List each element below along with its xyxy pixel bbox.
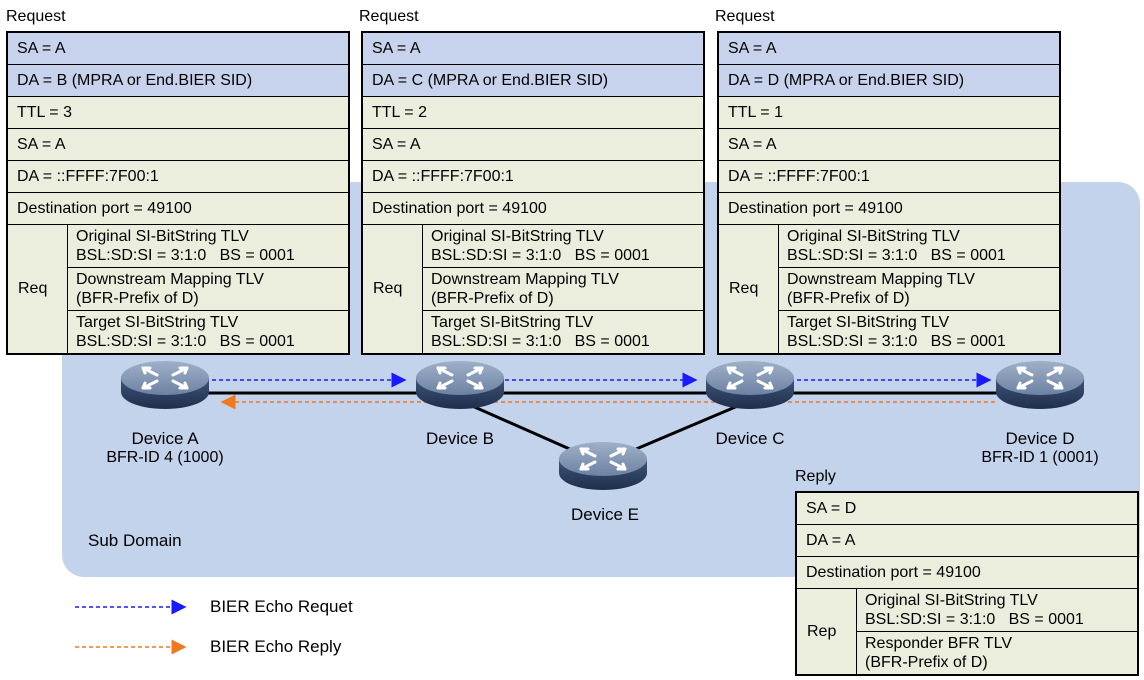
packet-field: SA = D: [797, 493, 1137, 525]
packet-field: SA = A: [363, 129, 703, 161]
packet-field: Destination port = 49100: [363, 193, 703, 225]
reply-title: Reply: [795, 468, 836, 485]
request-title-3: Request: [715, 8, 775, 25]
packet-field: SA = A: [8, 33, 348, 65]
sub-domain-label: Sub Domain: [88, 531, 182, 550]
packet-field: Destination port = 49100: [8, 193, 348, 225]
packet-field: TTL = 1: [719, 97, 1059, 129]
packet-field: SA = A: [363, 33, 703, 65]
rep-label: Rep: [797, 589, 857, 674]
packet-field: DA = ::FFFF:7F00:1: [363, 161, 703, 193]
tlv-downstream-mapping: Downstream Mapping TLV(BFR-Prefix of D): [779, 268, 1059, 311]
reply-packet: SA = D DA = A Destination port = 49100 R…: [795, 491, 1139, 676]
packet-field: DA = C (MPRA or End.BIER SID): [363, 65, 703, 97]
packet-field: DA = A: [797, 525, 1137, 557]
router-icon-d: [994, 359, 1086, 411]
legend-reply-label: BIER Echo Reply: [210, 637, 342, 656]
router-icon-a: [119, 359, 211, 411]
packet-field: Destination port = 49100: [719, 193, 1059, 225]
tlv-downstream-mapping: Downstream Mapping TLV(BFR-Prefix of D): [68, 268, 348, 311]
packet-field: SA = A: [8, 129, 348, 161]
device-b-label: Device B: [425, 429, 495, 448]
legend-request-label: BIER Echo Requet: [210, 597, 353, 616]
packet-field: DA = D (MPRA or End.BIER SID): [719, 65, 1059, 97]
packet-field: SA = A: [719, 129, 1059, 161]
req-label: Req: [8, 225, 68, 353]
request-title-2: Request: [359, 8, 419, 25]
packet-field: DA = B (MPRA or End.BIER SID): [8, 65, 348, 97]
packet-field: DA = ::FFFF:7F00:1: [8, 161, 348, 193]
req-label: Req: [363, 225, 423, 353]
req-label: Req: [719, 225, 779, 353]
request-title-1: Request: [6, 8, 66, 25]
packet-field: TTL = 2: [363, 97, 703, 129]
packet-field: Destination port = 49100: [797, 557, 1137, 589]
packet-field: SA = A: [719, 33, 1059, 65]
router-icon-c: [704, 359, 796, 411]
packet-field: TTL = 3: [8, 97, 348, 129]
request-packet-1: SA = A DA = B (MPRA or End.BIER SID) TTL…: [6, 31, 350, 355]
device-e-label: Device E: [570, 505, 640, 524]
request-packet-3: SA = A DA = D (MPRA or End.BIER SID) TTL…: [717, 31, 1061, 355]
packet-field: DA = ::FFFF:7F00:1: [719, 161, 1059, 193]
tlv-downstream-mapping: Downstream Mapping TLV(BFR-Prefix of D): [423, 268, 703, 311]
request-packet-2: SA = A DA = C (MPRA or End.BIER SID) TTL…: [361, 31, 705, 355]
router-icon-e: [557, 440, 649, 492]
device-c-label: Device C: [715, 429, 785, 448]
tlv-responder-bfr: Responder BFR TLV(BFR-Prefix of D): [865, 635, 1013, 671]
router-icon-b: [414, 359, 506, 411]
